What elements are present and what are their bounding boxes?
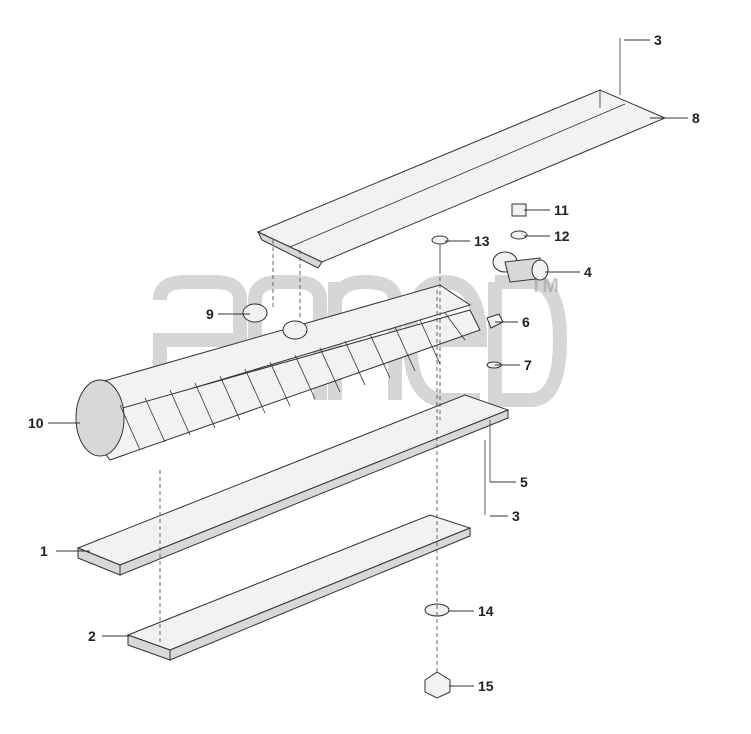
bracket-part-4 bbox=[492, 251, 549, 283]
callout-13: 13 bbox=[474, 233, 490, 249]
callout-5: 5 bbox=[520, 474, 528, 490]
callout-3-lower: 3 bbox=[512, 508, 520, 524]
callout-15: 15 bbox=[478, 678, 494, 694]
callout-2: 2 bbox=[88, 628, 96, 644]
callout-3-upper: 3 bbox=[654, 32, 662, 48]
watermark-tm: TM bbox=[530, 275, 559, 297]
callout-8: 8 bbox=[692, 110, 700, 126]
callout-10: 10 bbox=[28, 415, 44, 431]
callout-6: 6 bbox=[522, 314, 530, 330]
support-plate-part-1 bbox=[76, 394, 510, 576]
callout-12: 12 bbox=[554, 228, 570, 244]
bolt-part-11 bbox=[511, 203, 527, 217]
bolt-part-13 bbox=[431, 235, 449, 270]
assembly-axes bbox=[159, 240, 441, 672]
callout-9: 9 bbox=[206, 306, 214, 322]
callout-1: 1 bbox=[40, 543, 48, 559]
cable-chain-part-10 bbox=[75, 284, 481, 461]
callout-labels: 1 2 3 3 4 5 6 7 8 9 10 11 12 13 14 15 bbox=[28, 32, 700, 694]
nut-part-15 bbox=[424, 671, 451, 699]
callout-11: 11 bbox=[554, 202, 569, 218]
callout-4: 4 bbox=[584, 264, 592, 280]
washer-part-12 bbox=[510, 230, 528, 240]
callout-7: 7 bbox=[524, 357, 532, 373]
leader-lines bbox=[48, 39, 688, 687]
callout-14: 14 bbox=[478, 603, 494, 619]
channel-part-2 bbox=[126, 514, 472, 661]
